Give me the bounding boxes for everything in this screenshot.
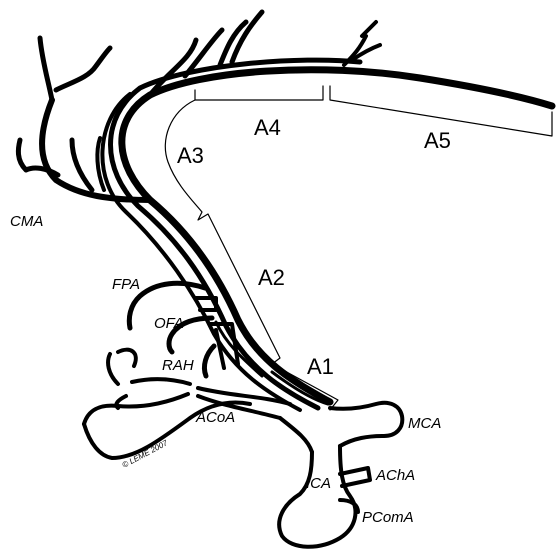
artery-label-mca: MCA	[408, 415, 441, 432]
segment-label-a3: A3	[177, 143, 204, 168]
artery-label-acha: AChA	[375, 467, 415, 484]
artery-label-cma: CMA	[10, 213, 43, 230]
artery-label-fpa: FPA	[112, 276, 140, 293]
segment-label-a2: A2	[258, 265, 285, 290]
artery-label-rah: RAH	[162, 357, 194, 374]
artery-labels: CMA FPA OFA RAH ACoA MCA ICA AChA PComA	[10, 213, 441, 526]
vessel-drawing	[18, 12, 552, 547]
artery-label-ica: ICA	[306, 475, 331, 492]
artery-label-pcoma: PComA	[362, 509, 414, 526]
segment-label-a5: A5	[424, 128, 451, 153]
artery-label-acoa: ACoA	[195, 409, 235, 426]
segment-label-a4: A4	[254, 115, 281, 140]
artery-label-ofa: OFA	[154, 315, 184, 332]
segment-label-a1: A1	[307, 354, 334, 379]
